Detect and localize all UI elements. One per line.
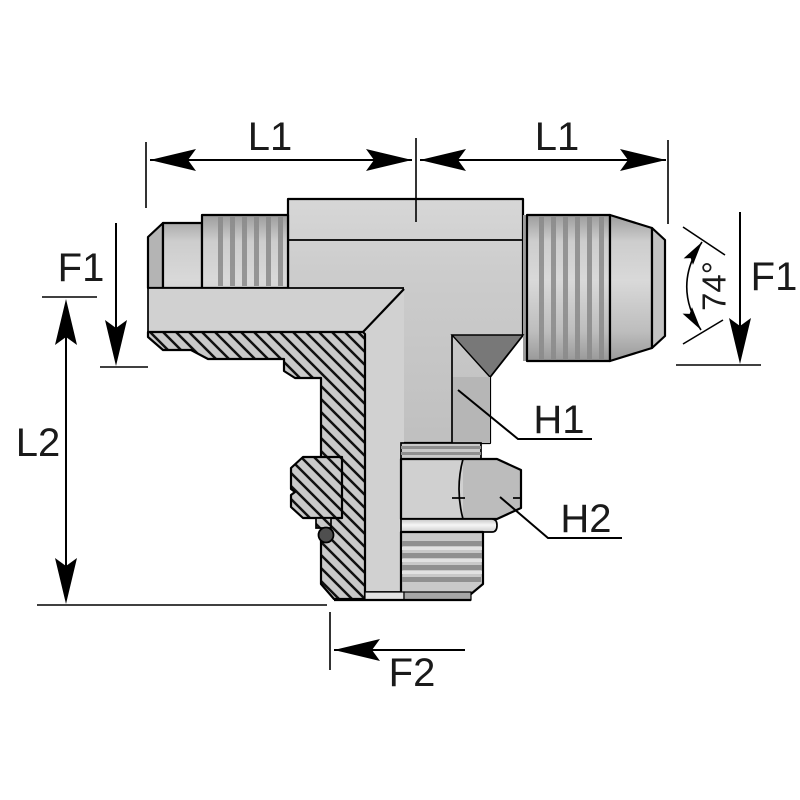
flare-cone bbox=[608, 213, 654, 363]
dim-label-l1-right: L1 bbox=[535, 115, 580, 159]
dim-label-f2: F2 bbox=[389, 651, 436, 695]
locknut-step-section bbox=[315, 517, 332, 529]
dimension-l1-left: L1 bbox=[145, 115, 417, 222]
swivel-nut bbox=[399, 457, 523, 521]
dimension-f2: F2 bbox=[329, 612, 465, 695]
hex-chamfer bbox=[450, 334, 525, 379]
dim-label-flare-angle: 74° bbox=[696, 261, 733, 311]
thread-collar bbox=[400, 442, 482, 460]
o-ring bbox=[317, 526, 335, 544]
dim-label-f1-left: F1 bbox=[58, 246, 105, 290]
fitting-body bbox=[146, 197, 667, 602]
seal-washer bbox=[400, 518, 498, 533]
dim-label-l2: L2 bbox=[16, 421, 61, 465]
dimension-f1-right: F1 bbox=[676, 212, 798, 366]
right-male-jic-port bbox=[523, 213, 667, 363]
dimension-f1-left: F1 bbox=[58, 223, 148, 368]
left-thread-crests bbox=[218, 217, 283, 286]
stem-end-face bbox=[334, 591, 472, 602]
section-hatching bbox=[146, 330, 367, 601]
left-male-jic-port bbox=[146, 213, 290, 290]
stud-threads bbox=[399, 530, 485, 596]
callout-h2: H2 bbox=[499, 496, 622, 541]
callout-label-h2: H2 bbox=[560, 497, 611, 541]
dimension-l1-right: L1 bbox=[420, 115, 669, 224]
dimension-l2: L2 bbox=[16, 296, 327, 606]
right-thread-crests bbox=[539, 217, 604, 359]
dim-label-l1-left: L1 bbox=[248, 115, 293, 159]
dim-label-f1-right: F1 bbox=[751, 255, 798, 299]
dimension-flare-angle: 74° bbox=[682, 226, 733, 345]
locknut-section bbox=[289, 455, 344, 520]
callout-h1: H1 bbox=[457, 389, 592, 442]
bottom-stud-port bbox=[334, 334, 525, 602]
callout-label-h1: H1 bbox=[533, 398, 584, 442]
flare-nose-face bbox=[650, 226, 667, 350]
